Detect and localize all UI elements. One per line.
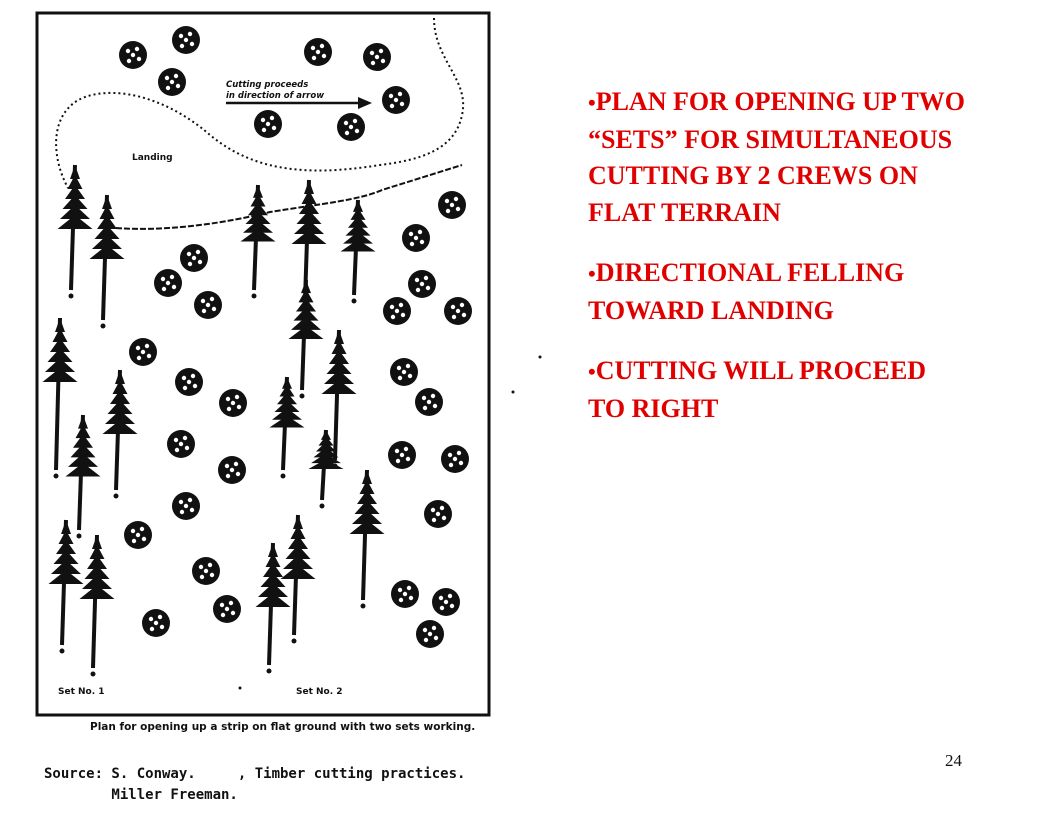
diagram-border	[35, 11, 491, 717]
bullet-marker: •	[588, 359, 596, 384]
tree-crown-icon	[254, 110, 282, 138]
tree-crown-icon	[119, 41, 147, 69]
tree-crown-icon	[154, 269, 182, 297]
tree-crown-icon	[438, 191, 466, 219]
conifer-tree-icon	[321, 329, 357, 469]
conifer-tree-icon	[349, 469, 385, 609]
tree-crown-icon	[124, 521, 152, 549]
conifer-tree-icon	[240, 184, 276, 299]
conifer-tree-icon	[79, 534, 115, 677]
set2-label: Set No. 2	[296, 687, 343, 697]
tree-crown-icon	[158, 68, 186, 96]
bullet-list: •PLAN FOR OPENING UP TWO “SETS” FOR SIMU…	[588, 84, 968, 451]
felled-conifers	[42, 164, 385, 677]
conifer-tree-icon	[65, 414, 101, 539]
tree-crown-icon	[444, 297, 472, 325]
tree-crown-icon	[363, 43, 391, 71]
tree-crown-icon	[416, 620, 444, 648]
page-number: 24	[945, 751, 962, 770]
arrow-label-line1: Cutting proceeds	[226, 80, 309, 90]
bullet-item: •CUTTING WILL PROCEED TO RIGHT	[588, 353, 968, 427]
bullet-marker: •	[588, 261, 596, 286]
conifer-tree-icon	[102, 369, 138, 499]
tree-crown-icon	[402, 224, 430, 252]
conifer-tree-icon	[89, 194, 125, 329]
standing-tree-crowns	[119, 26, 472, 648]
tree-crown-icon	[218, 456, 246, 484]
tree-crown-icon	[388, 441, 416, 469]
direction-arrow-head	[358, 97, 372, 109]
tree-crown-icon	[415, 388, 443, 416]
tree-crown-icon	[129, 338, 157, 366]
tree-crown-icon	[167, 430, 195, 458]
tree-crown-icon	[175, 368, 203, 396]
conifer-tree-icon	[280, 514, 316, 644]
conifer-tree-icon	[340, 199, 376, 304]
bullet-text-directional: DIRECTIONAL FELLING TOWARD LANDING	[588, 258, 905, 325]
tree-crown-icon	[180, 244, 208, 272]
landing-label: Landing	[132, 153, 173, 163]
tree-crown-icon	[424, 500, 452, 528]
conifer-tree-icon	[42, 317, 78, 479]
bullet-item: •PLAN FOR OPENING UP TWO “SETS” FOR SIMU…	[588, 84, 968, 231]
tree-crown-icon	[213, 595, 241, 623]
source-line-1: Source: S. Conway. , Timber cutting prac…	[44, 766, 466, 782]
arrow-label: Cutting proceeds in direction of arrow	[226, 80, 324, 102]
tree-crown-icon	[391, 580, 419, 608]
tree-crown-icon	[432, 588, 460, 616]
diagram-drawing	[35, 11, 542, 717]
arrow-label-line2: in direction of arrow	[226, 91, 325, 101]
tree-crown-icon	[383, 297, 411, 325]
landing-boundary	[55, 17, 465, 189]
tree-crown-icon	[172, 492, 200, 520]
tree-crown-icon	[194, 291, 222, 319]
bullet-marker: •	[588, 90, 596, 115]
strip-line	[115, 164, 463, 230]
set1-label: Set No. 1	[58, 687, 105, 697]
diagram-caption: Plan for opening up a strip on flat grou…	[90, 721, 476, 733]
tree-crown-icon	[441, 445, 469, 473]
tree-crown-icon	[382, 86, 410, 114]
tree-crown-icon	[337, 113, 365, 141]
tree-crown-icon	[219, 389, 247, 417]
conifer-tree-icon	[57, 164, 93, 299]
tree-crown-icon	[192, 557, 220, 585]
conifer-tree-icon	[48, 519, 84, 654]
conifer-tree-icon	[269, 376, 305, 479]
tree-crown-icon	[304, 38, 332, 66]
tree-crown-icon	[408, 270, 436, 298]
felling-plan-diagram: Cutting proceeds in direction of arrow L…	[35, 11, 542, 806]
tree-crown-icon	[390, 358, 418, 386]
bullet-text-cutting: CUTTING WILL PROCEED TO RIGHT	[588, 356, 927, 423]
tree-crown-icon	[142, 609, 170, 637]
bullet-text-plan: PLAN FOR OPENING UP TWO “SETS” FOR SIMUL…	[588, 87, 966, 227]
conifer-tree-icon	[288, 279, 324, 399]
conifer-tree-icon	[255, 542, 291, 674]
bullet-item: •DIRECTIONAL FELLING TOWARD LANDING	[588, 255, 968, 329]
source-citation: Source: S. Conway. , Timber cutting prac…	[44, 764, 465, 806]
tree-crown-icon	[172, 26, 200, 54]
conifer-tree-icon	[308, 429, 344, 509]
source-line-2: Miller Freeman.	[44, 787, 238, 803]
